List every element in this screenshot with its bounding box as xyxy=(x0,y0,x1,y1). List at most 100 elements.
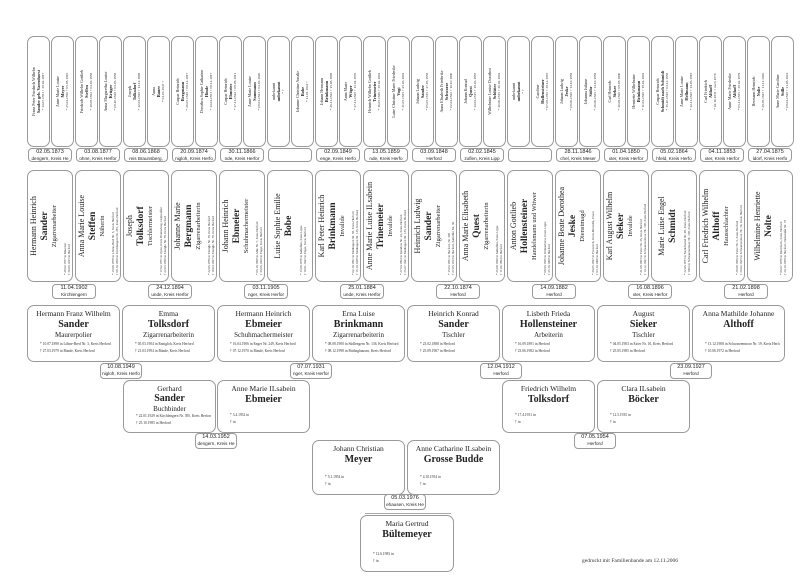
surname: Sander xyxy=(40,211,50,241)
marriage-date: 08.06.1868 xyxy=(132,149,160,155)
marriage-place: nde, Kreis Herfor xyxy=(224,156,260,161)
marriage-label[interactable] xyxy=(268,148,312,162)
marriage-label[interactable] xyxy=(508,148,552,162)
